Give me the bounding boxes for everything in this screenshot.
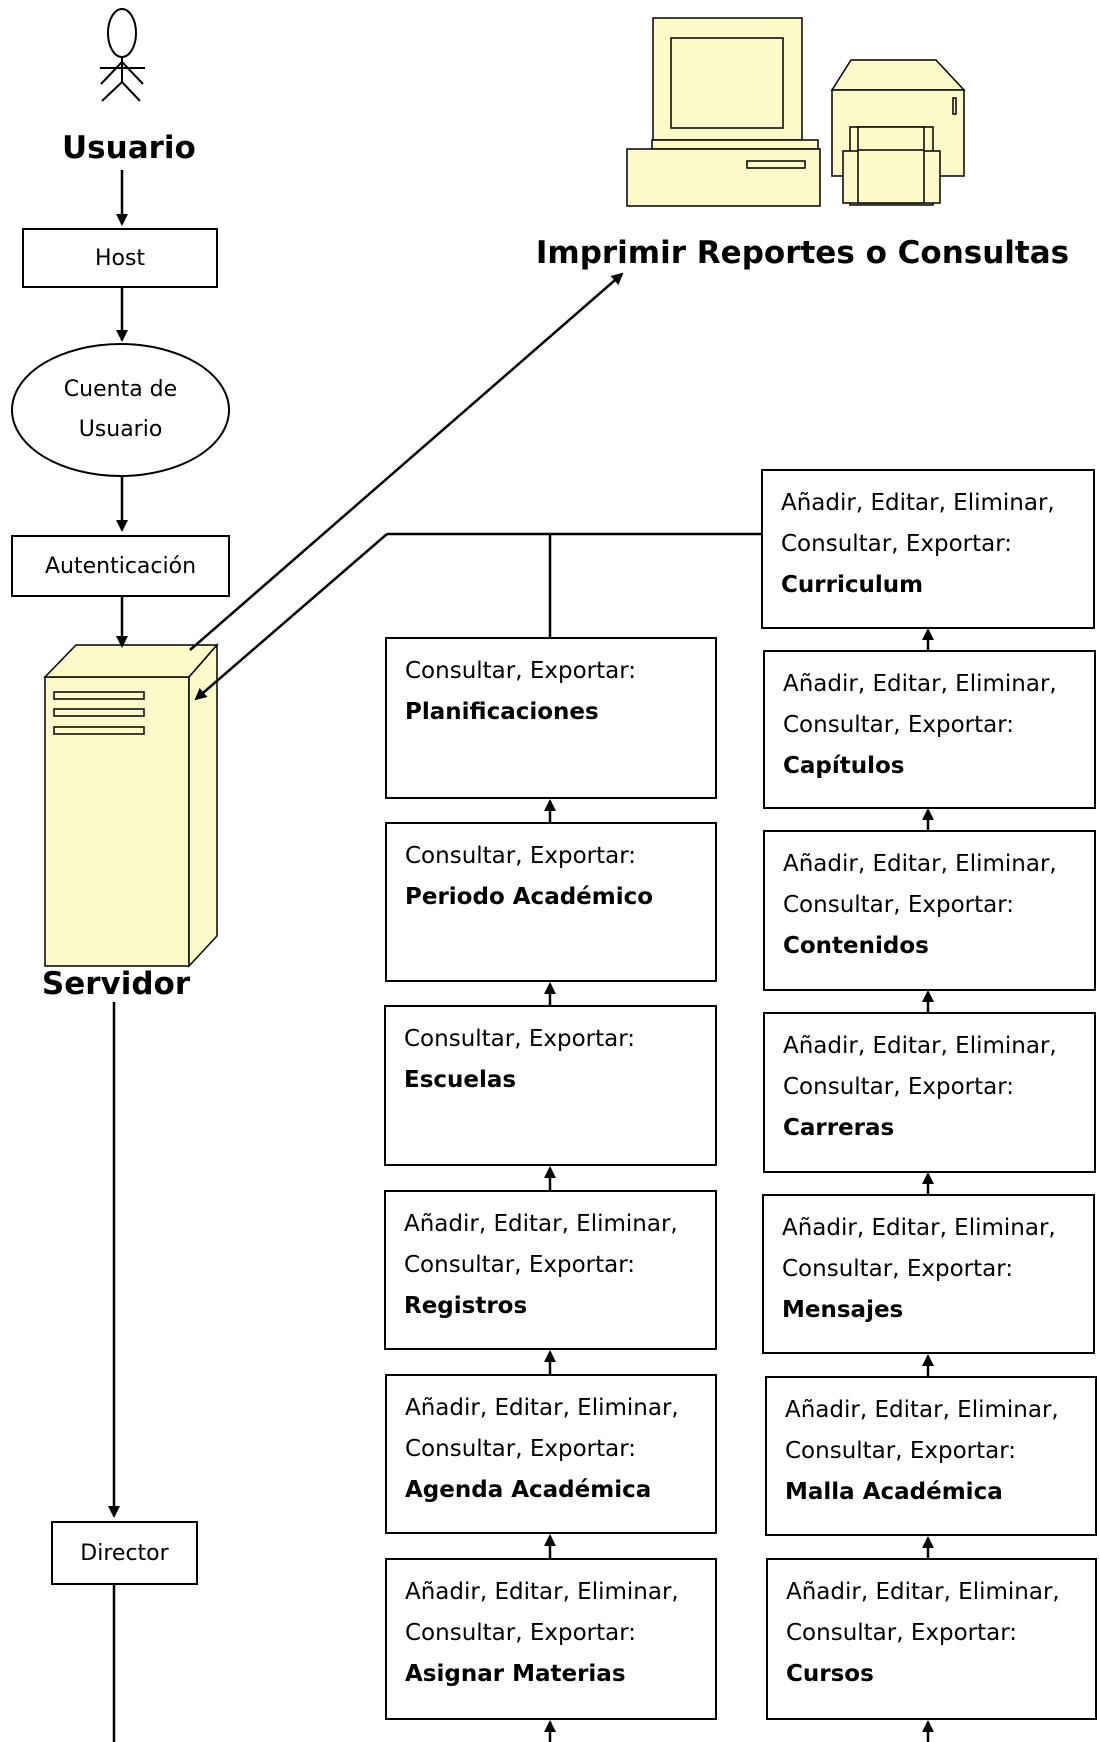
module-actions-line1: Añadir, Editar, Eliminar, <box>783 851 1057 877</box>
module-planificaciones: Consultar, Exportar: Planificaciones <box>385 637 717 799</box>
arrow-modules-to-server <box>194 533 388 701</box>
module-target: Mensajes <box>782 1297 904 1323</box>
module-actions-line1: Añadir, Editar, Eliminar, <box>781 490 1055 516</box>
module-target: Contenidos <box>783 933 929 959</box>
module-actions-line1: Añadir, Editar, Eliminar, <box>405 1579 679 1605</box>
module-carreras: Añadir, Editar, Eliminar, Consultar, Exp… <box>763 1012 1096 1173</box>
module-actions-line2: Consultar, Exportar: <box>783 892 1015 918</box>
module-asignar-materias: Añadir, Editar, Eliminar, Consultar, Exp… <box>385 1558 717 1720</box>
module-target: Capítulos <box>783 753 905 779</box>
module-target: Cursos <box>786 1661 874 1687</box>
printer-icon <box>830 59 966 206</box>
module-capitulos: Añadir, Editar, Eliminar, Consultar, Exp… <box>763 650 1096 809</box>
module-escuelas: Consultar, Exportar: Escuelas <box>384 1005 717 1166</box>
module-actions-line2: Consultar, Exportar: <box>783 712 1015 738</box>
module-actions-line2: Consultar, Exportar: <box>783 1074 1015 1100</box>
module-actions-line1: Añadir, Editar, Eliminar, <box>783 1033 1057 1059</box>
module-actions-line1: Añadir, Editar, Eliminar, <box>782 1215 1056 1241</box>
module-target: Agenda Académica <box>405 1477 652 1503</box>
module-actions-line1: Añadir, Editar, Eliminar, <box>404 1211 678 1237</box>
module-target: Registros <box>404 1293 528 1319</box>
module-actions-line2: Consultar, Exportar: <box>785 1438 1017 1464</box>
module-actions-line2: Consultar, Exportar: <box>405 1620 637 1646</box>
module-actions: Consultar, Exportar: <box>404 1026 636 1052</box>
module-target: Escuelas <box>404 1067 517 1093</box>
module-target: Planificaciones <box>405 699 599 725</box>
module-periodo-academico: Consultar, Exportar: Periodo Académico <box>385 822 717 982</box>
module-actions: Consultar, Exportar: <box>405 658 637 684</box>
actor-icon <box>100 8 145 102</box>
module-cursos: Añadir, Editar, Eliminar, Consultar, Exp… <box>766 1558 1097 1720</box>
module-mensajes: Añadir, Editar, Eliminar, Consultar, Exp… <box>762 1194 1095 1354</box>
module-actions-line1: Añadir, Editar, Eliminar, <box>783 671 1057 697</box>
module-agenda-academica: Añadir, Editar, Eliminar, Consultar, Exp… <box>385 1374 717 1534</box>
printer-caption: Imprimir Reportes o Consultas <box>535 235 1070 271</box>
module-registros: Añadir, Editar, Eliminar, Consultar, Exp… <box>384 1190 717 1350</box>
computer-icon <box>626 17 821 207</box>
module-target: Asignar Materias <box>405 1661 626 1687</box>
module-malla-academica: Añadir, Editar, Eliminar, Consultar, Exp… <box>765 1376 1097 1536</box>
module-target: Malla Académica <box>785 1479 1003 1505</box>
module-target: Carreras <box>783 1115 895 1141</box>
module-curriculum: Añadir, Editar, Eliminar, Consultar, Exp… <box>761 469 1095 629</box>
module-target: Periodo Académico <box>405 884 654 910</box>
actor-label: Usuario <box>62 130 196 166</box>
module-actions-line1: Añadir, Editar, Eliminar, <box>786 1579 1060 1605</box>
module-actions-line2: Consultar, Exportar: <box>782 1256 1014 1282</box>
server-icon <box>43 643 219 968</box>
module-actions-line1: Añadir, Editar, Eliminar, <box>405 1395 679 1421</box>
host-node: Host <box>22 228 218 288</box>
module-actions-line2: Consultar, Exportar: <box>781 531 1013 557</box>
arrow-server-to-print <box>189 272 624 651</box>
module-actions-line1: Añadir, Editar, Eliminar, <box>785 1397 1059 1423</box>
director-node: Director <box>51 1521 198 1585</box>
module-contenidos: Añadir, Editar, Eliminar, Consultar, Exp… <box>763 830 1096 991</box>
module-actions-line2: Consultar, Exportar: <box>786 1620 1018 1646</box>
server-label: Servidor <box>41 966 191 1002</box>
cuenta-usuario-node: Cuenta de Usuario <box>11 343 230 477</box>
autenticacion-node: Autenticación <box>11 535 230 597</box>
module-target: Curriculum <box>781 572 924 598</box>
module-actions-line2: Consultar, Exportar: <box>404 1252 636 1278</box>
module-actions-line2: Consultar, Exportar: <box>405 1436 637 1462</box>
module-actions: Consultar, Exportar: <box>405 843 637 869</box>
